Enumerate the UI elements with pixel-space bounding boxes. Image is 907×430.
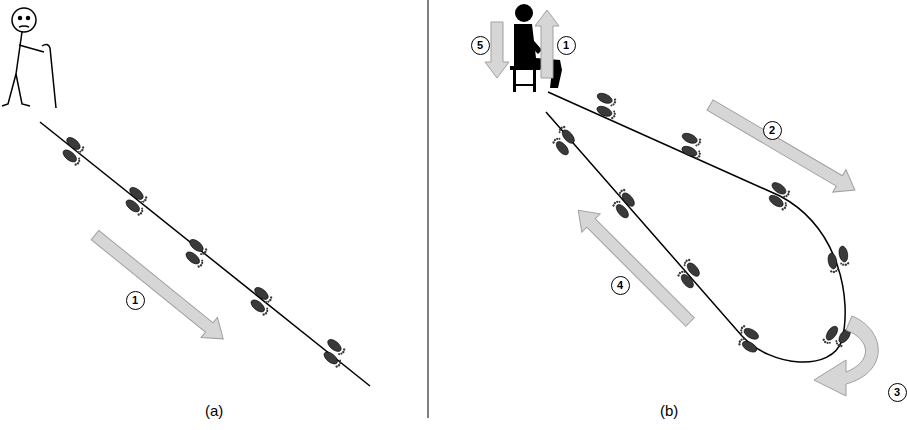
direction-arrow xyxy=(703,94,861,201)
callout-number: 4 xyxy=(611,276,630,295)
turn-arrow xyxy=(814,316,878,396)
footprints xyxy=(548,91,853,354)
callout-number: 3 xyxy=(888,383,907,402)
direction-arrow xyxy=(87,225,232,349)
panel-divider xyxy=(428,0,429,418)
panel-label: (a) xyxy=(205,402,223,419)
walking-path xyxy=(546,92,845,362)
callout-number: 1 xyxy=(126,291,145,310)
walking-path xyxy=(40,122,370,386)
panel-label: (b) xyxy=(660,402,678,419)
direction-arrow xyxy=(569,201,699,331)
callout-number: 5 xyxy=(471,36,490,55)
stick-figure xyxy=(2,8,56,108)
stand-arrow xyxy=(535,10,559,78)
callout-number: 2 xyxy=(763,121,782,140)
callout-number: 1 xyxy=(557,36,576,55)
seated-person xyxy=(510,4,562,92)
footprints xyxy=(57,135,350,369)
